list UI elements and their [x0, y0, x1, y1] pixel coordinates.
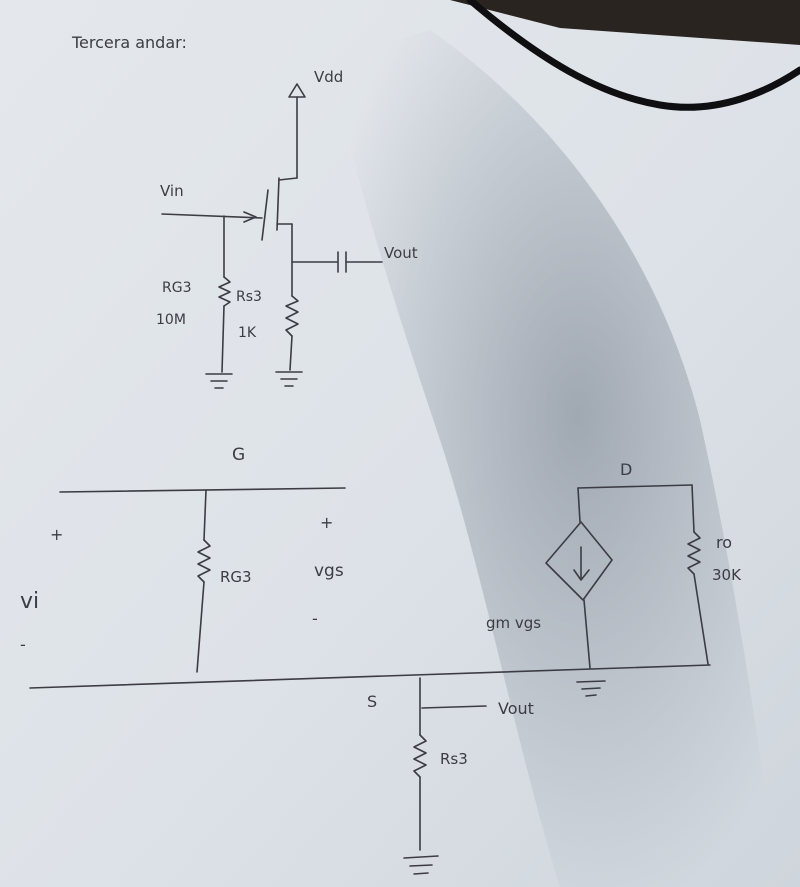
page-heading: Tercera andar: — [71, 33, 187, 52]
ground-3-line-a — [576, 680, 606, 683]
drain-left-wire — [577, 487, 581, 523]
ground-4-line-b — [409, 864, 433, 867]
ground-4-line-a — [403, 855, 439, 859]
source-node-label: S — [367, 692, 377, 711]
ss-rg3-label: RG3 — [220, 568, 252, 586]
rg3-value-label: 10M — [156, 312, 186, 328]
gate-arrow-icon — [243, 211, 257, 223]
vin-label: Vin — [160, 182, 184, 200]
ss-rg3-resistor-icon — [197, 539, 211, 583]
cable — [466, 0, 800, 111]
vgs-minus-label: - — [312, 609, 318, 628]
rs3-resistor-icon — [285, 295, 299, 337]
rg3-resistor-icon — [218, 276, 231, 307]
ground-3-line-c — [585, 694, 597, 697]
paper-shadow — [330, 30, 780, 887]
drain-right-wire — [691, 484, 695, 533]
rs3-value-label: 1K — [238, 325, 257, 341]
ro-resistor-icon — [687, 531, 701, 575]
drain-rail — [577, 484, 693, 489]
current-arrow-head-icon — [573, 569, 590, 581]
ro-name-label: ro — [716, 533, 732, 552]
ground-3-line-b — [581, 687, 601, 690]
gate-node-label: G — [232, 445, 245, 465]
rg3-wire-bottom — [221, 305, 225, 373]
vi-label: vi — [20, 589, 39, 614]
vgs-label: vgs — [314, 561, 344, 581]
current-source-diamond-icon — [545, 521, 613, 601]
ground-4-line-c — [413, 872, 429, 875]
rg3-name-label: RG3 — [162, 280, 191, 296]
rs3-name-label: Rs3 — [236, 289, 262, 305]
source-rail — [29, 664, 711, 689]
vout-tap-wire — [421, 705, 487, 709]
mosfet-gate-plate — [261, 189, 269, 241]
drain-wire — [278, 177, 298, 181]
current-source-wire-bottom — [583, 599, 591, 669]
drain-node-label: D — [620, 460, 632, 479]
ss-rs3-resistor-icon — [413, 734, 427, 778]
ss-rg3-wire-bottom — [196, 581, 205, 673]
vdd-label: Vdd — [314, 68, 343, 86]
ss-vout-label: Vout — [498, 699, 534, 718]
gm-vgs-label: gm vgs — [486, 614, 541, 632]
ss-rg3-wire-top — [203, 489, 207, 541]
vgs-plus-label: + — [320, 513, 333, 532]
ro-wire-bottom — [693, 573, 709, 665]
rs3-wire-bottom — [289, 335, 293, 371]
vi-minus-label: - — [20, 635, 26, 654]
vi-plus-label: + — [50, 525, 63, 544]
ro-value-label: 30K — [712, 566, 742, 584]
vout-label: Vout — [384, 244, 418, 262]
mosfet-channel — [276, 177, 280, 231]
vin-wire — [161, 213, 263, 219]
gate-rail — [59, 487, 346, 493]
ss-rs3-label: Rs3 — [440, 750, 468, 768]
